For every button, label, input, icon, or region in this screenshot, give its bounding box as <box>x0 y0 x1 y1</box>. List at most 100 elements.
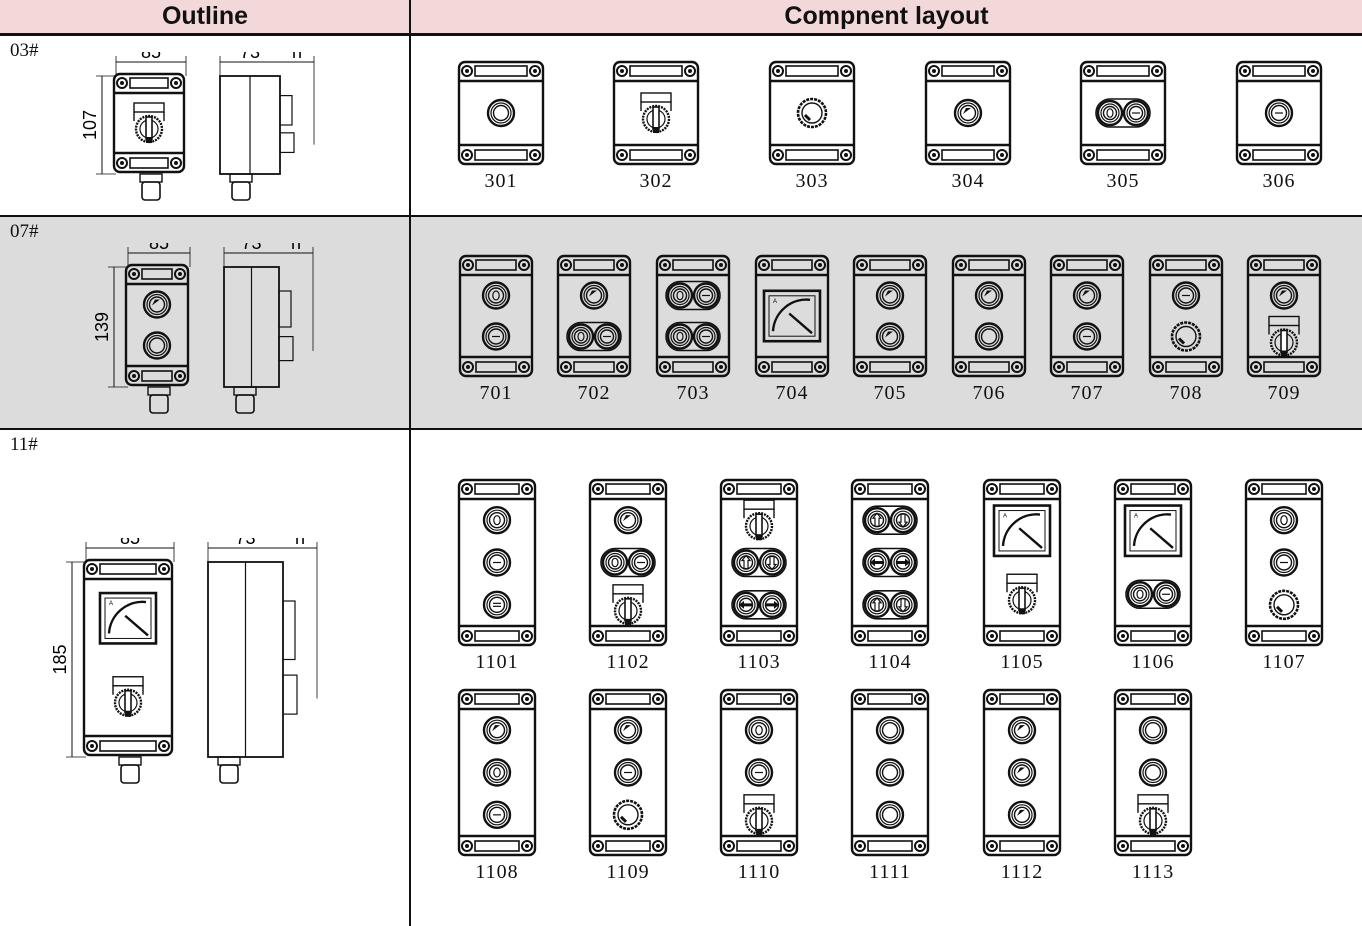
layout-header-label: Compnent layout <box>784 2 989 30</box>
module-code: 1107 <box>1262 651 1306 673</box>
module-1102: 1102 <box>588 478 668 674</box>
module-304: 304 <box>924 60 1012 193</box>
plain-button-icon <box>1138 758 1168 787</box>
module-code: 1113 <box>1131 861 1175 883</box>
emergency-stop-icon <box>796 97 828 129</box>
module-code: 705 <box>873 382 907 404</box>
indicator-lamp-icon <box>1269 281 1299 310</box>
enclosure-drawing <box>457 478 537 647</box>
module-1111: 1111 <box>850 688 930 884</box>
enclosure-drawing <box>457 688 537 857</box>
series-label: 11# <box>10 434 38 455</box>
module-code: 305 <box>1106 170 1140 192</box>
module-code: 1103 <box>737 651 781 673</box>
start-button-i-icon <box>744 758 774 787</box>
double-arrow-left-right-icon <box>731 590 787 620</box>
indicator-lamp-icon <box>482 715 512 745</box>
enclosure-drawing <box>719 688 799 857</box>
start-button-i-icon <box>1269 548 1299 577</box>
enclosure-drawing <box>655 254 731 378</box>
enclosure-drawing <box>719 478 799 647</box>
module-code: 708 <box>1169 382 1203 404</box>
start-button-i-icon <box>1171 281 1201 310</box>
emergency-stop-icon <box>1268 589 1300 621</box>
ammeter-icon: A <box>98 591 158 645</box>
module-1108: 1108 <box>457 688 537 884</box>
selector-switch-icon <box>743 499 775 541</box>
svg-text:A: A <box>1003 514 1007 520</box>
module-code: 1110 <box>737 861 781 883</box>
width-dimension: 85 <box>149 243 169 253</box>
enclosure-drawing <box>588 478 668 647</box>
module-709: 709 <box>1246 254 1322 405</box>
module-code: 302 <box>639 170 673 192</box>
svg-text:A: A <box>1134 514 1138 520</box>
module-code: 301 <box>484 170 518 192</box>
indicator-lamp-icon <box>1072 281 1102 310</box>
depth-dimension: 73 <box>240 52 260 62</box>
width-dimension: 85 <box>120 538 140 548</box>
outline-header-label: Outline <box>161 2 249 30</box>
indicator-lamp-icon <box>953 98 983 128</box>
extension-dimension: h <box>291 243 301 253</box>
module-707: 707 <box>1049 254 1125 405</box>
module-code: 303 <box>795 170 829 192</box>
double-button-o-i-icon <box>600 547 656 578</box>
enclosure-drawing <box>588 688 668 857</box>
start-button-i-icon <box>1072 322 1102 351</box>
width-dimension: 85 <box>141 52 161 62</box>
enclosure-drawing: A <box>1113 478 1193 647</box>
module-1104: 1104 <box>850 478 930 674</box>
module-706: 706 <box>951 254 1027 405</box>
double-button-o-i-icon <box>665 280 721 311</box>
indicator-lamp-icon <box>613 505 643 535</box>
enclosure-drawing <box>1148 254 1224 378</box>
plain-button-icon <box>875 758 905 787</box>
module-code: 1109 <box>606 861 650 883</box>
double-button-o-i-icon <box>566 321 622 352</box>
enclosure-drawing <box>852 254 928 378</box>
module-708: 708 <box>1148 254 1224 405</box>
start-button-i-icon <box>482 800 512 830</box>
plain-button-icon <box>974 322 1004 351</box>
indicator-lamp-icon <box>875 322 905 351</box>
module-1113: 1113 <box>1113 688 1193 884</box>
enclosure-drawing <box>1246 254 1322 378</box>
extension-dimension: h <box>295 538 305 548</box>
module-703: 703 <box>655 254 731 405</box>
plain-button-icon <box>875 715 905 745</box>
selector-switch-icon <box>1268 315 1300 357</box>
ammeter-icon: A <box>1123 504 1183 558</box>
module-1101: 1101 <box>457 478 537 674</box>
start-button-i-icon <box>481 322 511 351</box>
enclosure-drawing <box>982 688 1062 857</box>
svg-text:A: A <box>773 299 777 305</box>
stop-button-o-icon <box>744 715 774 745</box>
indicator-lamp-icon <box>1007 715 1037 745</box>
enclosure-drawing: A <box>754 254 830 378</box>
module-code: 1104 <box>868 651 912 673</box>
start-button-i-icon <box>613 758 643 787</box>
enclosure-drawing <box>924 60 1012 166</box>
height-dimension: 185 <box>50 644 70 674</box>
module-705: 705 <box>852 254 928 405</box>
module-1110: 1110 <box>719 688 799 884</box>
module-code: 1112 <box>1000 861 1044 883</box>
module-code: 707 <box>1070 382 1104 404</box>
ammeter-icon: A <box>992 504 1052 558</box>
module-code: 1108 <box>475 861 519 883</box>
module-1107: 1107 <box>1244 478 1324 674</box>
module-code: 304 <box>951 170 985 192</box>
plain-button-icon <box>875 800 905 830</box>
selector-switch-icon <box>1006 573 1038 615</box>
module-1103: 1103 <box>719 478 799 674</box>
indicator-lamp-icon <box>579 281 609 310</box>
module-702: 702 <box>556 254 632 405</box>
module-303: 303 <box>768 60 856 193</box>
enclosure-drawing <box>1244 478 1324 647</box>
module-305: 305 <box>1079 60 1167 193</box>
